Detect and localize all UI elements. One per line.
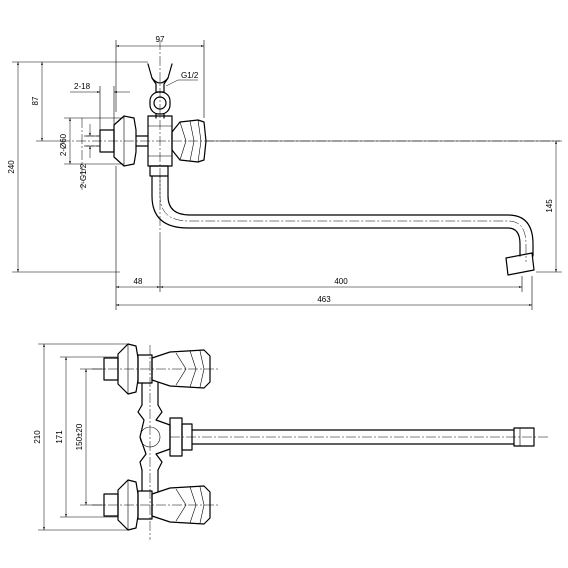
top-view: 210 171 150±20 <box>33 343 548 540</box>
valve-handle <box>171 119 207 163</box>
dim-240-label: 240 <box>7 160 16 174</box>
dim-2-g12-label: 2-G1/2 <box>79 163 88 188</box>
lower-valve-handle <box>151 485 211 525</box>
shower-holder <box>147 63 173 119</box>
dim-145-label: 145 <box>545 199 554 213</box>
dim-463-label: 463 <box>317 295 331 304</box>
central-body <box>137 382 193 492</box>
dim-48-label: 48 <box>134 277 143 286</box>
dim-2-18-label: 2-18 <box>74 82 91 91</box>
dim-g12-label: G1/2 <box>181 71 199 80</box>
dim-210-label: 210 <box>33 430 42 444</box>
dim-150-label: 150±20 <box>75 423 84 450</box>
dim-97-label: 97 <box>156 35 165 44</box>
upper-valve-handle <box>151 349 211 389</box>
front-view: 97 G1/2 240 87 2-18 2-Ø60 2-G1/2 <box>7 35 562 310</box>
wall-connector <box>86 115 137 167</box>
spout-top-view <box>191 427 535 447</box>
dim-171-label: 171 <box>55 430 64 444</box>
dim-87-label: 87 <box>31 96 40 105</box>
spout <box>151 175 535 276</box>
dim-400-label: 400 <box>334 277 348 286</box>
dim-2-60-label: 2-Ø60 <box>59 133 68 156</box>
